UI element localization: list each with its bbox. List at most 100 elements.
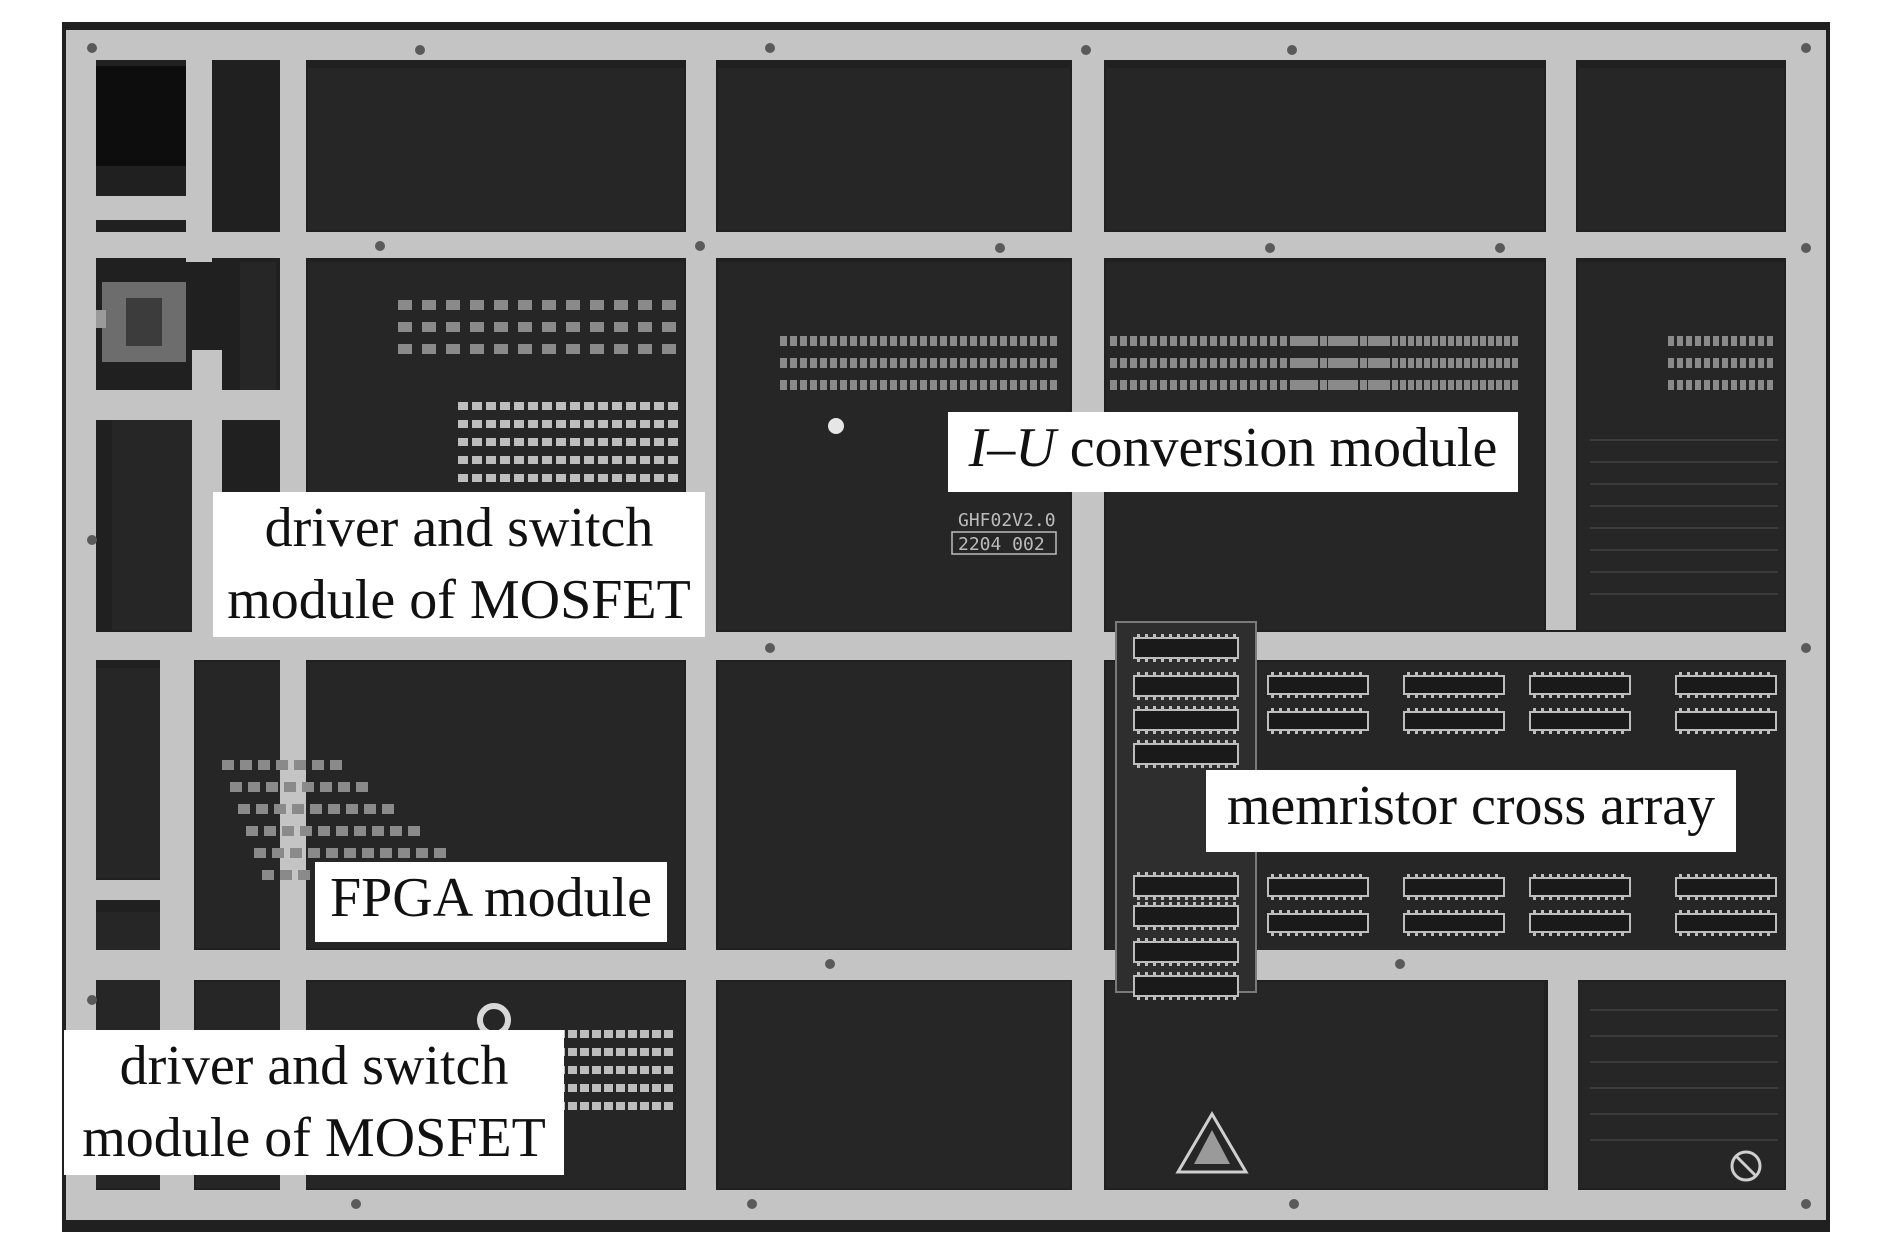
smd-part	[970, 380, 977, 390]
chip-pin	[1495, 910, 1498, 914]
frame-bar	[66, 30, 96, 1210]
pcb-components	[222, 300, 1778, 1141]
smd-part	[344, 848, 356, 858]
smd-part	[614, 344, 628, 354]
chip-pin	[1415, 932, 1418, 936]
chip-pin	[1479, 910, 1482, 914]
memristor-chip	[1675, 877, 1777, 897]
chip-pin	[1287, 896, 1290, 900]
chip-pin	[1533, 708, 1536, 712]
chip-pin	[1161, 996, 1164, 1000]
chip-pin	[1177, 996, 1180, 1000]
chip-pin	[1327, 932, 1330, 936]
chip-pin	[1455, 708, 1458, 712]
chip-pin	[1549, 874, 1552, 878]
chip-pin	[1743, 708, 1746, 712]
chip-pin	[1335, 874, 1338, 878]
chip-pin	[1767, 730, 1770, 734]
smd-part	[840, 380, 847, 390]
chip-pin	[1727, 708, 1730, 712]
chip-pin	[1687, 932, 1690, 936]
smd-part	[328, 804, 340, 814]
smd-part	[1472, 380, 1478, 390]
chip-pin	[1743, 910, 1746, 914]
chip-pin	[1719, 910, 1722, 914]
chip-pin	[1621, 708, 1624, 712]
bolt-hole	[1801, 643, 1811, 653]
chip-pin	[1145, 740, 1148, 744]
bolt-hole	[1801, 1199, 1811, 1209]
smd-part	[570, 456, 580, 464]
smd-part	[1767, 336, 1773, 346]
smd-part	[1480, 358, 1486, 368]
smd-part	[662, 344, 676, 354]
chip-pin	[1565, 932, 1568, 936]
smd-part	[1280, 336, 1287, 346]
chip-pin	[1217, 938, 1220, 942]
smd-part	[950, 358, 957, 368]
smd-part	[1758, 358, 1764, 368]
chip-pin	[1233, 926, 1236, 930]
chip-pin	[1439, 932, 1442, 936]
chip-pin	[1711, 932, 1714, 936]
smd-part	[472, 474, 482, 482]
smd-part	[356, 782, 368, 792]
chip-pin	[1743, 694, 1746, 698]
chip-pin	[1471, 874, 1474, 878]
smd-part	[528, 420, 538, 428]
chip-pin	[1169, 658, 1172, 662]
chip-pin	[1549, 694, 1552, 698]
chip-pin	[1137, 764, 1140, 768]
chip-pin	[1193, 926, 1196, 930]
chip-pin	[1479, 896, 1482, 900]
chip-pin	[1541, 694, 1544, 698]
smd-part	[518, 300, 532, 310]
chip-pin	[1295, 694, 1298, 698]
smd-part	[472, 420, 482, 428]
smd-part	[970, 358, 977, 368]
smd-part	[640, 402, 650, 410]
chip-pin	[1201, 730, 1204, 734]
smd-part	[850, 358, 857, 368]
chip-pin	[1565, 874, 1568, 878]
smd-part	[284, 782, 296, 792]
chip-pin	[1423, 910, 1426, 914]
chip-pin	[1613, 874, 1616, 878]
chip-pin	[1463, 672, 1466, 676]
smd-part	[230, 782, 242, 792]
chip-pin	[1479, 672, 1482, 676]
label-var-i: I	[968, 417, 988, 479]
chip-pin	[1613, 932, 1616, 936]
chip-pin	[1767, 910, 1770, 914]
chip-pin	[1495, 672, 1498, 676]
chip-pin	[1279, 694, 1282, 698]
smd-part	[1376, 380, 1382, 390]
chip-pin	[1177, 872, 1180, 876]
chip-pin	[1581, 910, 1584, 914]
chip-pin	[1605, 910, 1608, 914]
chip-pin	[1145, 996, 1148, 1000]
smd-part	[346, 804, 358, 814]
smd-part	[1110, 380, 1117, 390]
smd-part	[592, 1048, 601, 1056]
smd-part	[398, 322, 412, 332]
chip-pin	[1549, 932, 1552, 936]
chip-pin	[1407, 708, 1410, 712]
smd-part	[570, 420, 580, 428]
chip-pin	[1193, 672, 1196, 676]
chip-pin	[1735, 672, 1738, 676]
smd-part	[950, 336, 957, 346]
smd-part	[1220, 358, 1227, 368]
bolt-hole	[765, 643, 775, 653]
smd-part	[1312, 358, 1318, 368]
pcb-cell	[112, 420, 192, 630]
chip-pin	[1767, 672, 1770, 676]
label-memristor-cross-array: memristor cross array	[1206, 770, 1736, 852]
smd-part	[1000, 358, 1007, 368]
smd-part	[1296, 380, 1302, 390]
smd-part	[640, 1030, 649, 1038]
chip-pin	[1161, 938, 1164, 942]
chip-pin	[1487, 672, 1490, 676]
smd-part	[628, 1066, 637, 1074]
smd-part	[222, 760, 234, 770]
